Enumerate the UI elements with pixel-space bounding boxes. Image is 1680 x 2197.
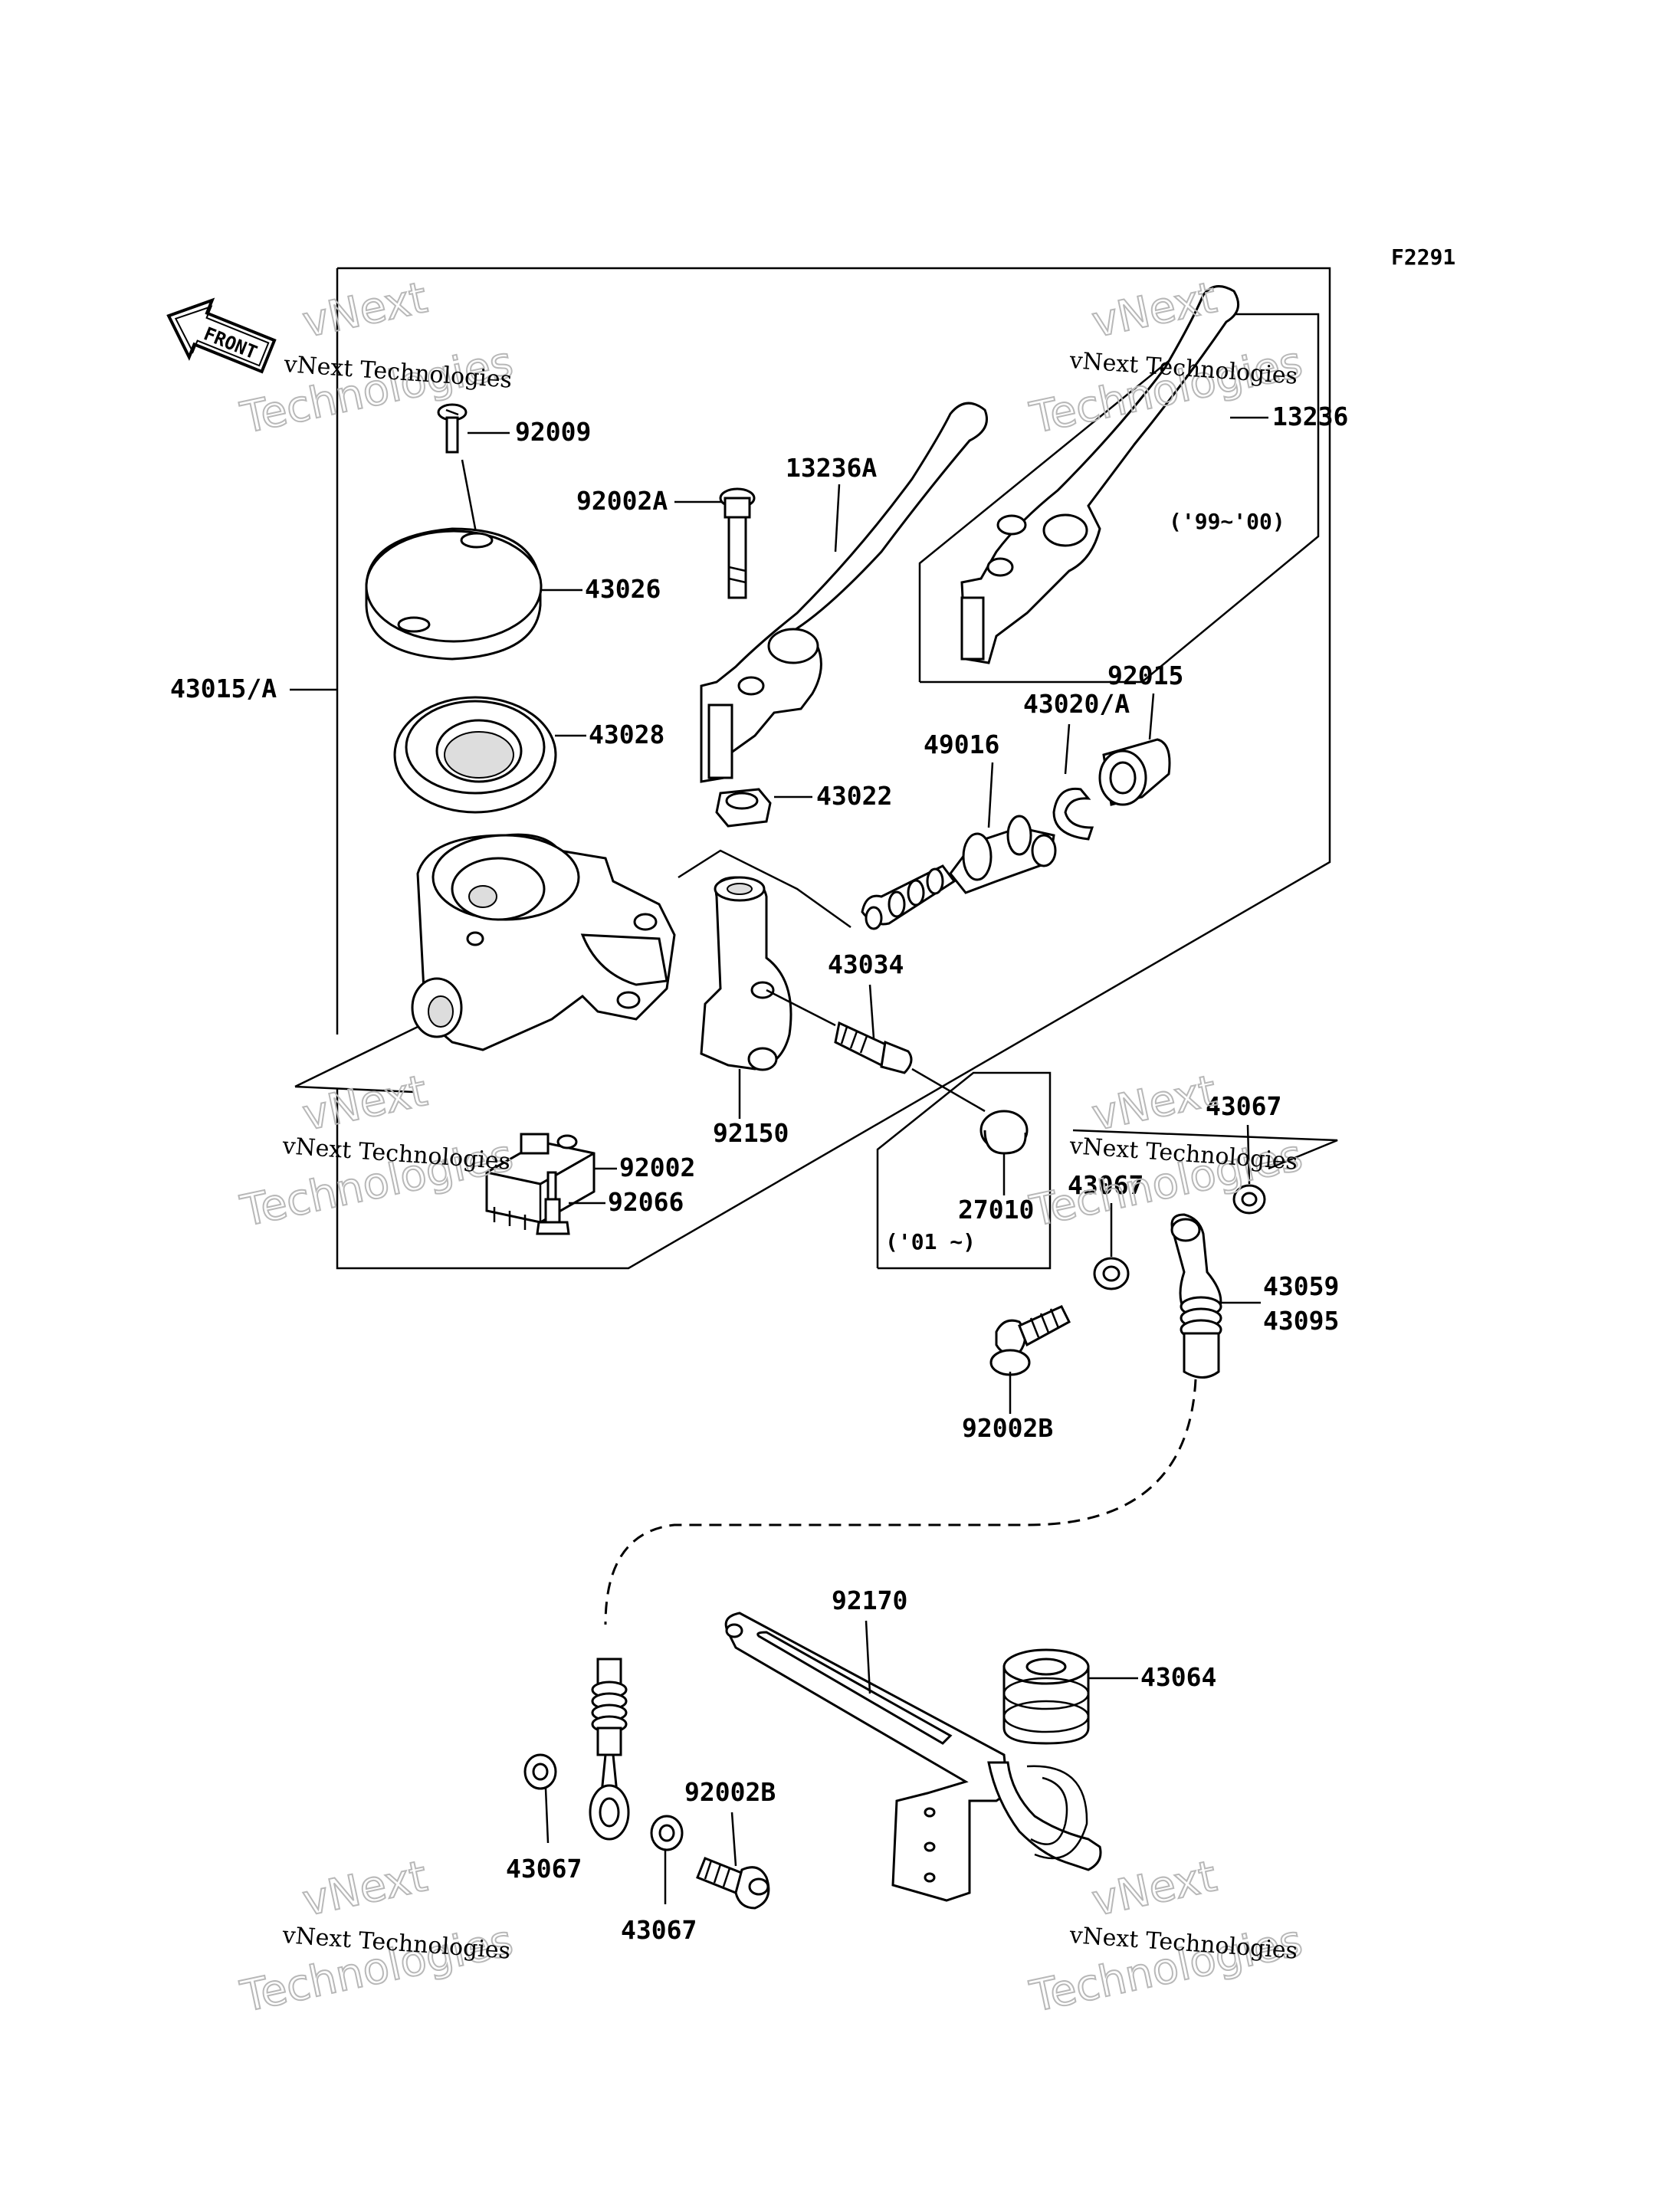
bolt-92150 bbox=[834, 1021, 913, 1074]
label-43067-b: 43067 bbox=[1068, 1170, 1144, 1200]
label-43034: 92150 bbox=[713, 1118, 789, 1148]
label-92015: 43022 bbox=[816, 781, 892, 811]
front-arrow-icon: FRONT bbox=[166, 297, 277, 374]
circlip-43022 bbox=[1052, 787, 1094, 841]
label-92002b-b: 92002B bbox=[684, 1777, 776, 1807]
label-43064: 43064 bbox=[1140, 1662, 1216, 1692]
svg-text:vNext: vNext bbox=[1088, 1066, 1221, 1141]
label-13236: 13236 bbox=[1272, 402, 1348, 431]
label-43059: 43059 bbox=[1263, 1271, 1339, 1301]
lever-holder-43034 bbox=[700, 876, 792, 1071]
hose-fitting-lower bbox=[589, 1658, 630, 1841]
label-92002a: 92002A bbox=[576, 486, 668, 516]
banjo-bolt-92002b-b bbox=[696, 1857, 770, 1910]
note-99-00: ('99~'00) bbox=[1169, 509, 1285, 534]
label-13236a: 13236A bbox=[786, 453, 877, 483]
assembly-outline bbox=[336, 267, 1331, 1270]
label-92009: 92009 bbox=[515, 417, 591, 447]
label-92170: 92170 bbox=[832, 1585, 907, 1615]
screw-92009 bbox=[437, 403, 468, 454]
label-92066: 27010 bbox=[958, 1195, 1034, 1225]
piston-43020a bbox=[861, 815, 1057, 930]
label-92150: 43034 bbox=[828, 949, 904, 979]
screw-92002 bbox=[536, 1171, 570, 1235]
master-cylinder-body bbox=[411, 833, 676, 1051]
label-43026: 43026 bbox=[585, 574, 661, 604]
washer-43067-d bbox=[650, 1815, 684, 1851]
label-49016: 92015 bbox=[1107, 661, 1183, 690]
bracket-92170 bbox=[724, 1612, 1102, 1902]
label-43015a: 43015/A bbox=[170, 674, 277, 703]
hose-fitting-43059 bbox=[1170, 1213, 1222, 1379]
cap-92066 bbox=[979, 1110, 1029, 1155]
washer-43067-a bbox=[1232, 1184, 1266, 1215]
washer-43067-c bbox=[523, 1753, 557, 1790]
watermark-bottom-right: vNext Technologies vNext Technologies bbox=[1025, 1851, 1307, 2023]
label-92002: 92066 bbox=[608, 1187, 684, 1217]
figure-code: F2291 bbox=[1391, 244, 1455, 270]
reservoir-cap-43026 bbox=[365, 527, 543, 661]
svg-text:vNext: vNext bbox=[1088, 1851, 1221, 1926]
nut-92015 bbox=[715, 788, 772, 828]
svg-text:vNext: vNext bbox=[298, 273, 431, 348]
label-27010: 92002 bbox=[619, 1153, 695, 1182]
lever-13236a bbox=[700, 402, 988, 783]
brake-hose-path bbox=[604, 1379, 1197, 1625]
pivot-bolt-92002a bbox=[719, 487, 756, 599]
label-43095: 43095 bbox=[1263, 1306, 1339, 1336]
watermark-bottom-left: vNext Technologies vNext Technologies bbox=[235, 1851, 517, 2023]
switch-27010 bbox=[485, 1133, 596, 1230]
washer-43067-b bbox=[1093, 1257, 1130, 1290]
lever-variant-box bbox=[918, 313, 1320, 684]
watermark-middle-left: vNext Technologies vNext Technologies bbox=[235, 1065, 517, 1238]
plug-variant-box bbox=[876, 1071, 1052, 1270]
lever-13236 bbox=[960, 285, 1240, 664]
watermark-top-left: vNext Technologies vNext Technologies bbox=[235, 272, 517, 444]
banjo-bolt-92002b-a bbox=[989, 1305, 1071, 1376]
label-43020a: 49016 bbox=[924, 730, 999, 759]
svg-text:vNext: vNext bbox=[298, 1851, 431, 1926]
boot-49016 bbox=[1098, 738, 1171, 806]
label-43067-d: 43067 bbox=[621, 1915, 697, 1945]
note-01: ('01 ~) bbox=[885, 1229, 976, 1254]
label-43022: 43020/A bbox=[1023, 689, 1130, 719]
diaphragm-43028 bbox=[393, 696, 557, 814]
label-92002b-a: 92002B bbox=[962, 1413, 1053, 1443]
label-43067-c: 43067 bbox=[506, 1854, 582, 1884]
label-43028: 43028 bbox=[589, 720, 664, 749]
grommet-43064 bbox=[1002, 1648, 1090, 1860]
label-43067-a: 43067 bbox=[1206, 1091, 1281, 1121]
svg-text:vNext: vNext bbox=[298, 1066, 431, 1141]
